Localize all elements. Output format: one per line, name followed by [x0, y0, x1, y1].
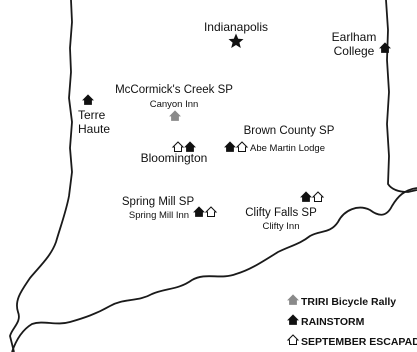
label-clifty-falls: Clifty Falls SP — [245, 207, 317, 219]
star-icon — [228, 33, 244, 48]
black-house-icon — [193, 206, 205, 217]
label-terre-line2: Haute — [78, 122, 110, 136]
label-terre-line1: Terre — [78, 108, 106, 122]
label-canyon-inn: Canyon Inn — [150, 99, 199, 110]
ohio-river-border — [11, 187, 417, 352]
state-border-east — [385, 0, 417, 193]
map-legend: TRIRI Bicycle Rally RAINSTORM SEPTEMBER … — [287, 294, 417, 348]
outline-house-icon — [205, 206, 217, 217]
label-mccormick: McCormick's Creek SP — [115, 84, 233, 96]
legend-escapade-label: SEPTEMBER ESCAPADE — [301, 336, 417, 348]
label-spring-mill-inn: Spring Mill Inn — [129, 210, 189, 221]
outline-house-icon — [312, 191, 324, 202]
label-earlham-line2: College — [334, 44, 375, 58]
black-house-icon — [287, 314, 299, 325]
gray-house-icon — [287, 294, 299, 305]
black-house-icon — [224, 141, 236, 152]
legend-tri-label: TRIRI Bicycle Rally — [301, 296, 396, 308]
outline-house-icon — [236, 141, 248, 152]
black-house-icon — [379, 42, 391, 53]
outline-house-icon — [287, 334, 299, 345]
label-spring-mill: Spring Mill SP — [122, 196, 195, 208]
black-house-icon — [82, 94, 94, 105]
gray-house-icon — [169, 110, 181, 121]
label-clifty-inn: Clifty Inn — [263, 221, 300, 232]
state-border-west — [9, 0, 73, 352]
label-earlham-line1: Earlham — [332, 30, 377, 44]
label-indianapolis: Indianapolis — [204, 20, 268, 34]
label-bloomington: Bloomington — [141, 151, 208, 165]
black-house-icon — [300, 191, 312, 202]
label-brown-county: Brown County SP — [244, 125, 335, 137]
label-abe-martin: Abe Martin Lodge — [250, 143, 325, 154]
legend-rainstorm-label: RAINSTORM — [301, 316, 365, 328]
